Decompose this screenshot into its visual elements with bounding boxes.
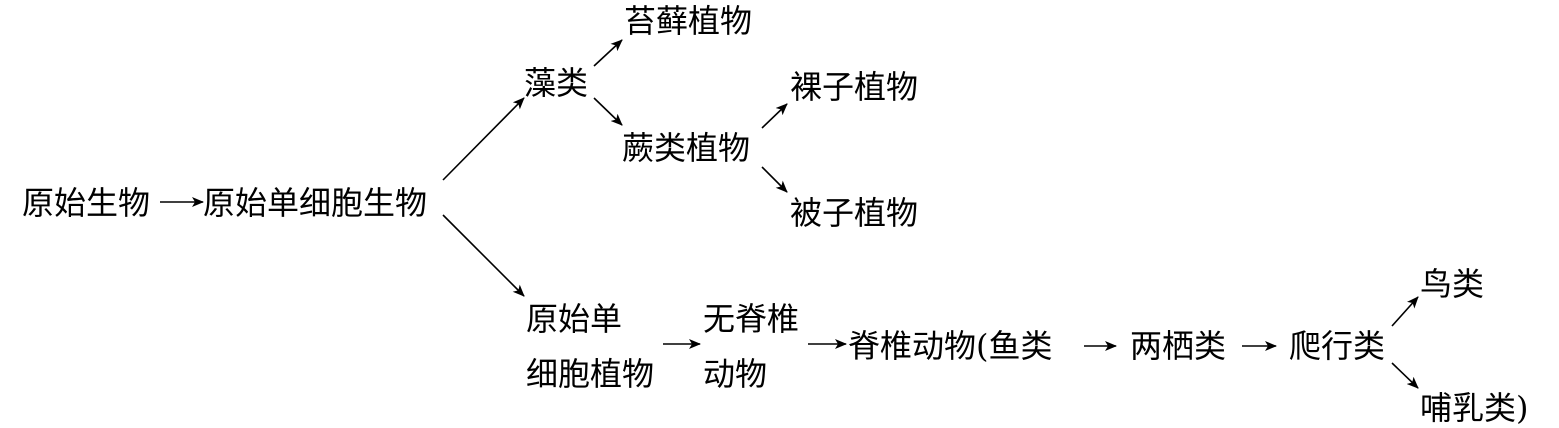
node-invertebrate-line2: 动物 xyxy=(703,355,768,393)
arrow-algae-to-bryophyte xyxy=(593,39,623,67)
node-fern: 蕨类植物 xyxy=(622,129,751,167)
arrow-reptile-to-mammal xyxy=(1391,362,1419,389)
arrow-single-cell-to-algae xyxy=(442,97,525,181)
node-original-life: 原始生物 xyxy=(22,184,151,222)
node-angiosperm: 被子植物 xyxy=(790,194,919,232)
node-mammal: 哺乳类) xyxy=(1420,389,1529,427)
node-gymnosperm: 裸子植物 xyxy=(790,68,919,106)
arrow-single-cell-to-single-cell-plant xyxy=(442,214,525,297)
node-amphibian: 两栖类 xyxy=(1130,327,1227,365)
node-algae: 藻类 xyxy=(524,64,589,102)
node-reptile: 爬行类 xyxy=(1289,327,1386,365)
arrow-reptile-to-bird xyxy=(1391,296,1419,327)
node-bryophyte: 苔藓植物 xyxy=(624,2,753,40)
node-invertebrate-line1: 无脊椎 xyxy=(703,300,800,338)
node-single-cell-plant-line2: 细胞植物 xyxy=(526,355,655,393)
arrow-fern-to-gymnosperm xyxy=(761,103,788,129)
arrow-algae-to-fern xyxy=(593,97,623,126)
node-bird: 鸟类 xyxy=(1420,265,1485,303)
arrow-fern-to-angiosperm xyxy=(761,166,788,193)
node-vertebrate-fish: 脊椎动物(鱼类 xyxy=(848,327,1053,365)
node-single-cell-organism: 原始单细胞生物 xyxy=(203,184,428,222)
node-single-cell-plant-line1: 原始单 xyxy=(526,300,623,338)
